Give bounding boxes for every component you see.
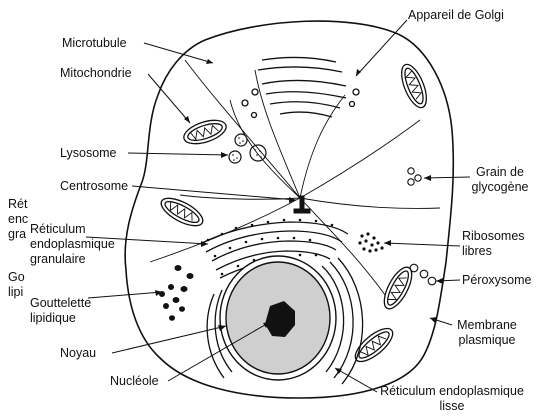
cropped-label-reticulum: Rét enc gra [8, 197, 30, 242]
peroxisomes [410, 264, 436, 285]
label-reg-line3: granulaire [30, 252, 115, 267]
label-glycogene: Grain de glycogène [470, 165, 530, 195]
label-reg-line2: endoplasmique [30, 237, 115, 252]
nucleus [220, 256, 336, 380]
label-mitochondrie: Mitochondrie [60, 66, 132, 81]
cropped-label-gouttelette: Go lipi [8, 270, 30, 300]
glycogen-granules [408, 168, 421, 185]
free-ribosomes [358, 232, 383, 252]
cropped-ret-line2: enc [8, 212, 30, 227]
lysosomes [229, 134, 266, 163]
label-glycogene-line1: Grain de [470, 165, 530, 180]
label-gouttelette-line2: lipidique [30, 311, 91, 326]
label-centrosome: Centrosome [60, 179, 128, 194]
label-rel-line1: Réticulum endoplasmique [372, 384, 532, 399]
label-ribosomes: Ribosomes libres [462, 229, 525, 259]
label-membrane: Membrane plasmique [452, 318, 522, 348]
golgi-apparatus [242, 57, 359, 117]
label-noyau: Noyau [60, 346, 96, 361]
mitochondrion-3 [157, 193, 207, 231]
cropped-gou-line1: Go [8, 270, 30, 285]
label-reticulum-granulaire: Réticulum endoplasmique granulaire [30, 222, 115, 267]
label-microtubule: Microtubule [62, 36, 127, 51]
label-golgi: Appareil de Golgi [408, 8, 504, 23]
label-membrane-line1: Membrane [452, 318, 522, 333]
label-lysosome: Lysosome [60, 146, 117, 161]
mitochondrion-2 [397, 61, 432, 111]
label-rel-line2: lisse [372, 399, 532, 414]
label-gouttelette-line1: Gouttelette [30, 296, 91, 311]
lipid-droplets [159, 265, 194, 321]
cropped-ret-line3: gra [8, 227, 30, 242]
label-reticulum-lisse: Réticulum endoplasmique lisse [372, 384, 532, 414]
label-ribosomes-line1: Ribosomes [462, 229, 525, 244]
label-peroxysome: Péroxysome [462, 273, 531, 288]
label-gouttelette: Gouttelette lipidique [30, 296, 91, 326]
label-glycogene-line2: glycogène [470, 180, 530, 195]
cropped-ret-line1: Rét [8, 197, 30, 212]
label-reg-line1: Réticulum [30, 222, 115, 237]
cropped-gou-line2: lipi [8, 285, 30, 300]
label-nucleole: Nucléole [110, 374, 159, 389]
label-ribosomes-line2: libres [462, 244, 525, 259]
mitochondrion-5 [350, 323, 397, 367]
label-membrane-line2: plasmique [452, 333, 522, 348]
